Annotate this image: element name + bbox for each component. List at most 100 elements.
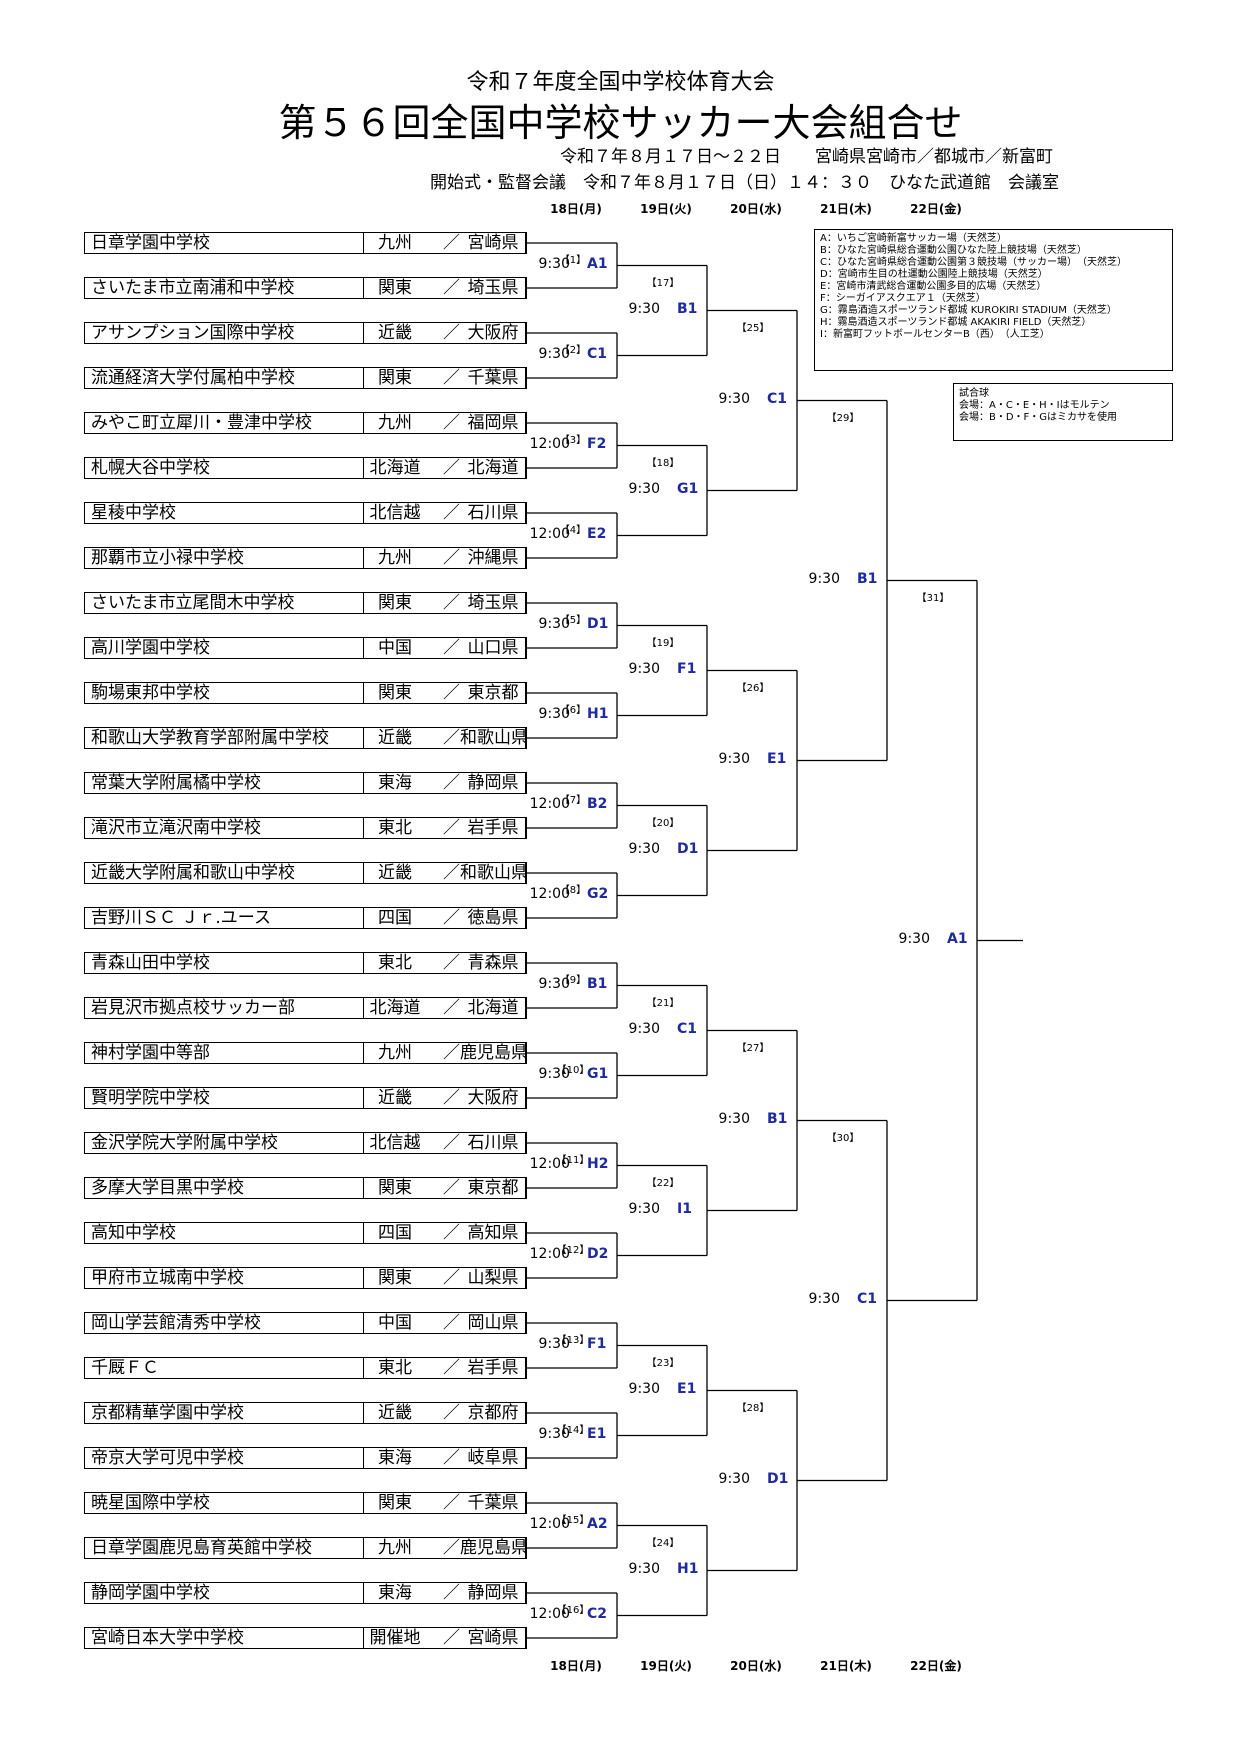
team-name: 吉野川ＳＣ Ｊｒ.ユース (91, 908, 271, 928)
team-row: みやこ町立犀川・豊津中学校九州／福岡県 (84, 412, 527, 434)
region-separator: ／ (443, 998, 460, 1018)
cell-divider (363, 863, 364, 883)
cell-divider (525, 1223, 526, 1243)
match-venue: F2 (587, 435, 607, 452)
team-prefecture: 和歌山県 (460, 863, 527, 883)
team-row: 日章学園鹿児島育英館中学校九州／鹿児島県 (84, 1537, 527, 1559)
team-name: 多摩大学目黒中学校 (91, 1178, 244, 1198)
region-separator: ／ (443, 458, 460, 478)
team-name: 千厩ＦＣ (91, 1358, 159, 1378)
team-row: 賢明学院中学校近畿／大阪府 (84, 1087, 527, 1109)
match-time: 12:00 (529, 1155, 570, 1172)
cell-divider (525, 1583, 526, 1603)
region-separator: ／ (443, 1043, 460, 1063)
match-time: 12:00 (529, 1245, 570, 1262)
match-venue: B1 (677, 300, 698, 317)
match-time: 12:00 (529, 525, 570, 542)
cell-divider (525, 638, 526, 658)
team-prefecture: 宮崎県 (467, 1628, 519, 1648)
match-venue: D1 (587, 615, 609, 632)
match-number: 【26】 (736, 682, 770, 694)
team-row: 京都精華学園中学校近畿／京都府 (84, 1402, 527, 1424)
match-venue: E1 (677, 1380, 697, 1397)
cell-divider (363, 1178, 364, 1198)
team-region: 九州 (378, 1538, 412, 1558)
match-venue: G2 (587, 885, 609, 902)
team-region: 関東 (378, 683, 412, 703)
cell-divider (525, 1268, 526, 1288)
cell-divider (525, 368, 526, 388)
region-separator: ／ (443, 413, 460, 433)
team-name: 宮崎日本大学中学校 (91, 1628, 244, 1648)
match-ball-note: 試合球 会場：A・C・E・H・Iはモルテン 会場：B・D・F・Gはミカサを使用 (953, 383, 1173, 441)
cell-divider (525, 323, 526, 343)
team-region: 東海 (378, 1583, 412, 1603)
venue-legend-item: H：霧島酒造スポーツランド都城 AKAKIRI FIELD（天然芝） (820, 317, 1092, 328)
team-name: みやこ町立犀川・豊津中学校 (91, 413, 312, 433)
cell-divider (363, 503, 364, 523)
team-prefecture: 徳島県 (467, 908, 519, 928)
team-row: 岩見沢市拠点校サッカー部北海道／北海道 (84, 997, 527, 1019)
cell-divider (363, 1313, 364, 1333)
match-time: 9:30 (628, 300, 660, 317)
cell-divider (525, 1178, 526, 1198)
region-separator: ／ (443, 1538, 460, 1558)
cell-divider (363, 728, 364, 748)
team-name: 那覇市立小禄中学校 (91, 548, 244, 568)
team-region: 近畿 (378, 323, 412, 343)
team-name: アサンプション国際中学校 (91, 323, 295, 343)
cell-divider (525, 1628, 526, 1648)
team-prefecture: 埼玉県 (467, 278, 519, 298)
match-time: 9:30 (538, 1335, 570, 1352)
cell-divider (525, 953, 526, 973)
day-header: 20日(水) (730, 1659, 782, 1673)
match-time: 9:30 (628, 1020, 660, 1037)
team-row: 甲府市立城南中学校関東／山梨県 (84, 1267, 527, 1289)
match-number: 【29】 (826, 412, 860, 424)
venue-legend-item: E：宮崎市清武総合運動公園多目的広場（天然芝） (820, 281, 1047, 292)
team-row: 高川学園中学校中国／山口県 (84, 637, 527, 659)
region-separator: ／ (443, 1628, 460, 1648)
region-separator: ／ (443, 1268, 460, 1288)
match-venue: C1 (587, 345, 608, 362)
team-prefecture: 山梨県 (467, 1268, 519, 1288)
cell-divider (363, 593, 364, 613)
team-region: 九州 (378, 1043, 412, 1063)
venue-legend-item: G：霧島酒造スポーツランド都城 KUROKIRI STADIUM（天然芝） (820, 305, 1117, 316)
team-name: 星稜中学校 (91, 503, 176, 523)
match-number: 【12】 (556, 1245, 590, 1256)
team-region: 関東 (378, 368, 412, 388)
match-number: 【24】 (646, 1537, 680, 1549)
day-header: 20日(水) (730, 202, 782, 216)
match-time: 9:30 (538, 975, 570, 992)
region-separator: ／ (443, 728, 460, 748)
match-number: 【2】 (559, 345, 587, 356)
team-row: 常葉大学附属橘中学校東海／静岡県 (84, 772, 527, 794)
team-region: 近畿 (378, 1088, 412, 1108)
team-prefecture: 埼玉県 (467, 593, 519, 613)
cell-divider (363, 413, 364, 433)
team-prefecture: 北海道 (467, 458, 519, 478)
team-name: 高知中学校 (91, 1223, 176, 1243)
cell-divider (363, 1358, 364, 1378)
match-time: 9:30 (808, 570, 840, 587)
cell-divider (363, 323, 364, 343)
region-separator: ／ (443, 1583, 460, 1603)
cell-divider (525, 998, 526, 1018)
team-row: 流通経済大学付属柏中学校関東／千葉県 (84, 367, 527, 389)
cell-divider (525, 818, 526, 838)
match-number: 【17】 (646, 277, 680, 289)
match-time: 9:30 (718, 750, 750, 767)
match-venue: F1 (587, 1335, 607, 1352)
match-time: 12:00 (529, 1515, 570, 1532)
region-separator: ／ (443, 908, 460, 928)
match-time: 9:30 (538, 1065, 570, 1082)
day-header: 22日(金) (910, 1659, 962, 1673)
match-time: 9:30 (538, 705, 570, 722)
cell-divider (363, 1403, 364, 1423)
team-prefecture: 鹿児島県 (460, 1043, 527, 1063)
team-region: 北海道 (369, 458, 421, 478)
cell-divider (525, 1043, 526, 1063)
team-row: 札幌大谷中学校北海道／北海道 (84, 457, 527, 479)
team-name: 常葉大学附属橘中学校 (91, 773, 261, 793)
